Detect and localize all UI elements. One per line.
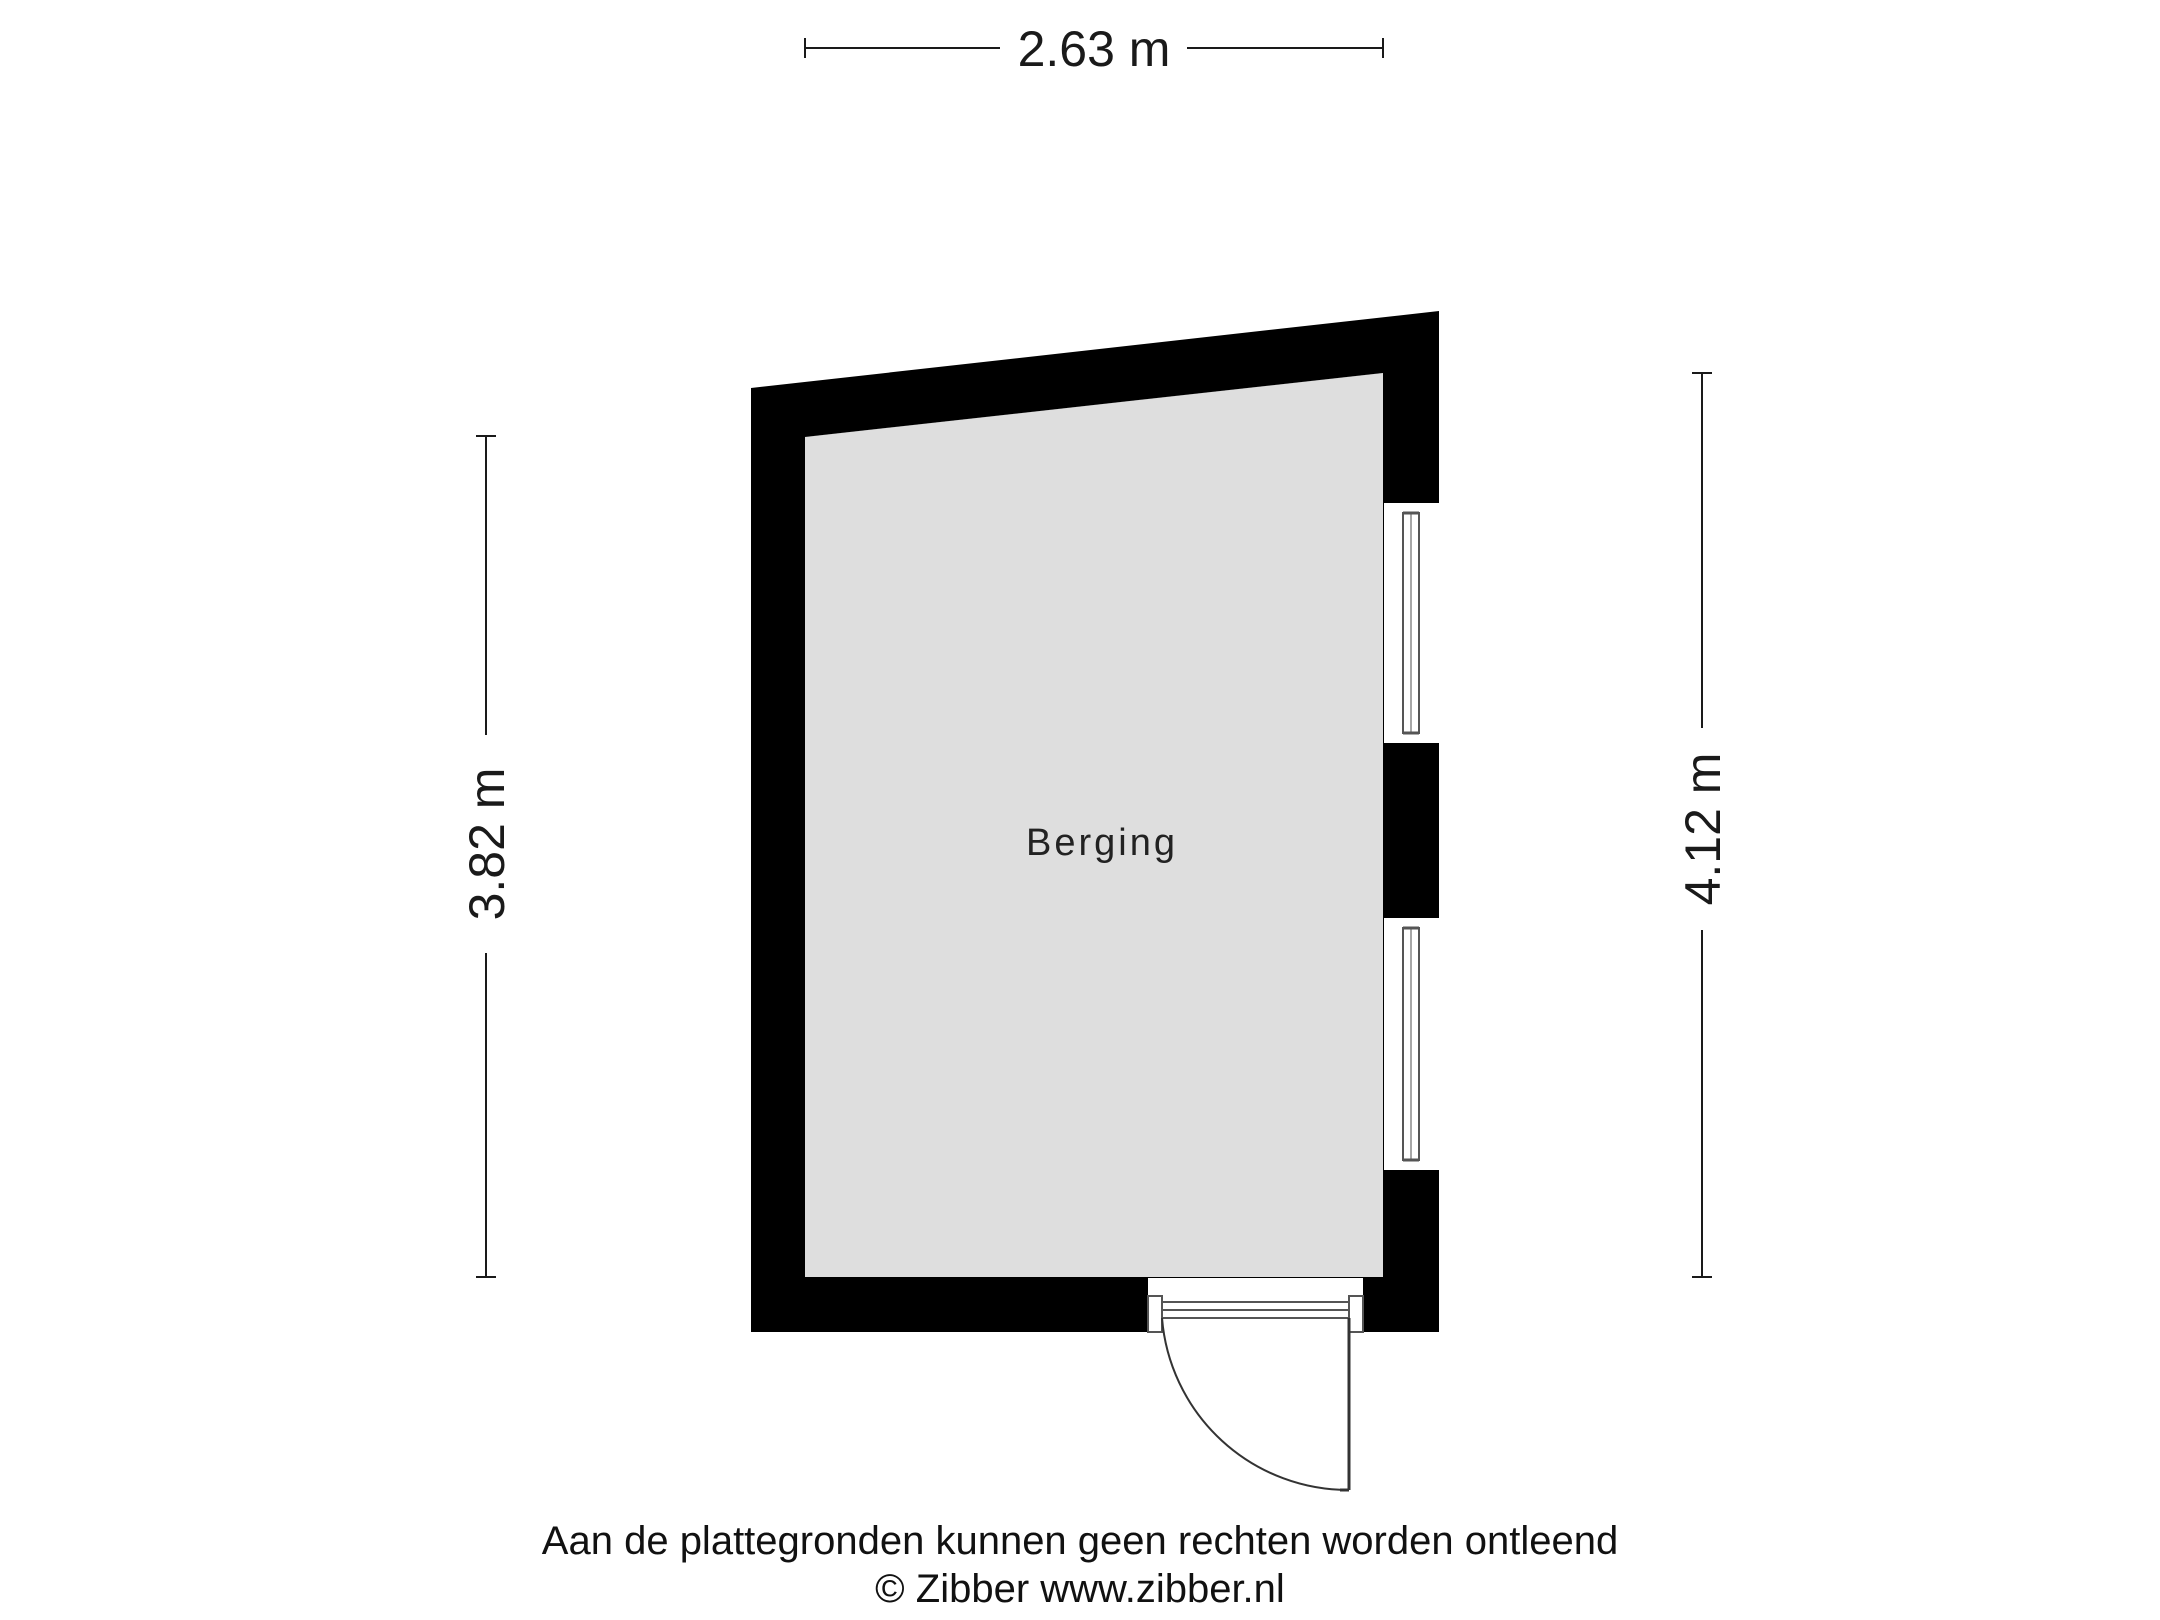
footer-copyright: © Zibber www.zibber.nl bbox=[875, 1567, 1285, 1611]
dimension-left: 3.82 m bbox=[459, 435, 515, 1278]
footer-disclaimer: Aan de plattegronden kunnen geen rechten… bbox=[541, 1519, 1619, 1563]
dimension-top-label: 2.63 m bbox=[1018, 21, 1171, 77]
window-upper bbox=[1384, 503, 1439, 743]
window-lower bbox=[1384, 918, 1439, 1170]
door bbox=[1147, 1278, 1364, 1492]
door-swing-arc bbox=[1161, 1317, 1350, 1492]
room-label: Berging bbox=[1026, 822, 1178, 864]
dimension-right-label: 4.12 m bbox=[1675, 753, 1731, 906]
dimension-top: 2.63 m bbox=[804, 21, 1384, 77]
dimension-right: 4.12 m bbox=[1675, 372, 1731, 1278]
room-floor bbox=[805, 373, 1383, 1277]
dimension-left-label: 3.82 m bbox=[459, 768, 515, 921]
